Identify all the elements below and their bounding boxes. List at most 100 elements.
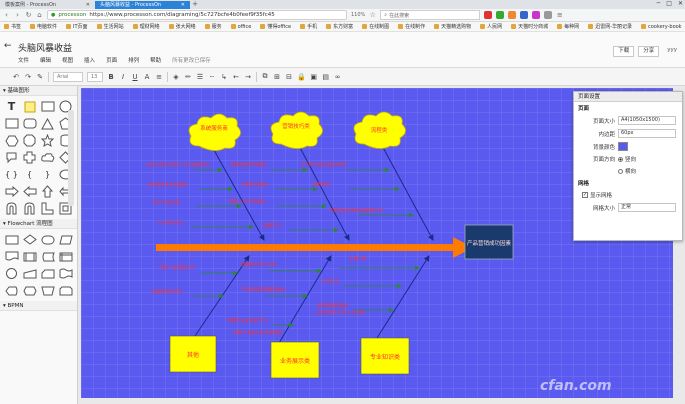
bookmark-item[interactable]: cookery-book	[641, 24, 682, 30]
reload-icon[interactable]: ↻	[25, 11, 32, 19]
decision-shape[interactable]	[22, 233, 37, 246]
category-box[interactable]: 专业知识类	[360, 337, 410, 375]
diagram-page[interactable]: 系统服务商 营销技巧类 流程类 产品营销成功因素 其他 业务展	[81, 88, 673, 398]
cloud-node[interactable]: 系统服务商	[188, 113, 241, 151]
align-icon[interactable]: ≡	[156, 72, 162, 81]
home-icon[interactable]: ⌂	[37, 11, 42, 19]
grid-size-select[interactable]: 正常	[618, 203, 676, 212]
menu-view[interactable]: 视图	[62, 58, 74, 64]
category-box[interactable]: 其他	[169, 335, 217, 373]
manual-input-shape[interactable]	[22, 267, 37, 280]
cause-label[interactable]: 人员分析信心	[157, 219, 184, 226]
bone-line[interactable]	[278, 255, 332, 344]
sidebar-scrollbar[interactable]	[68, 110, 74, 206]
margin-select[interactable]: 60px	[618, 129, 676, 138]
cause-label[interactable]: 企业内部学习与人员分配	[315, 309, 365, 316]
punched-tape-shape[interactable]	[58, 267, 73, 280]
back-arrow-icon[interactable]: ←	[4, 41, 12, 51]
ungroup-icon[interactable]: ▤	[322, 72, 330, 81]
share-button[interactable]: 分享	[638, 46, 660, 57]
cause-label[interactable]: 销售技能实时辅导	[231, 161, 267, 168]
triangle-shape[interactable]	[40, 117, 55, 130]
close-icon[interactable]: ✕	[85, 2, 90, 8]
bg-color-swatch[interactable]	[618, 142, 628, 151]
rectangle-shape[interactable]	[40, 100, 55, 113]
fishbone-diagram[interactable]: 系统服务商 营销技巧类 流程类 产品营销成功因素 其他 业务展	[81, 88, 673, 398]
bookmark-item[interactable]: 在线制图	[362, 23, 389, 30]
align-objects-icon[interactable]: ⊞	[274, 72, 280, 81]
section-flowchart[interactable]: ▾ Flowchart 流程图	[0, 219, 77, 229]
link-icon[interactable]: ∞	[334, 72, 341, 81]
u-turn-arrow-shape[interactable]	[22, 202, 37, 215]
cause-label[interactable]: 营销知识学习工具	[241, 261, 277, 268]
cause-label[interactable]: 营销人员产品经理	[229, 198, 265, 205]
cause-label[interactable]: 营销专业知识的学习	[227, 317, 268, 324]
note-shape[interactable]	[22, 100, 37, 113]
cause-label[interactable]: 工作方法	[321, 278, 339, 285]
show-grid-checkbox[interactable]: ✓显示网格	[582, 192, 613, 199]
zoom-level[interactable]: 110%	[351, 12, 366, 18]
menu-page[interactable]: 页面	[106, 58, 118, 64]
bookmark-item[interactable]: 懂得office	[260, 23, 291, 30]
maximize-button[interactable]: □	[666, 0, 672, 7]
text-shape[interactable]: T	[7, 100, 16, 113]
cause-label[interactable]: 销售特点	[313, 181, 331, 188]
star-shape[interactable]	[40, 134, 55, 147]
bookmark-item[interactable]: 在线制作	[398, 23, 425, 30]
menu-arrange[interactable]: 排列	[128, 58, 140, 64]
cross-shape[interactable]	[22, 151, 37, 164]
minimize-button[interactable]: ─	[656, 0, 661, 7]
underline-icon[interactable]: U	[132, 72, 138, 81]
bookmark-item[interactable]: 每种网	[557, 23, 579, 30]
bookmark-item[interactable]: office	[230, 24, 251, 30]
cause-label[interactable]: 学生技能自我管理能力	[241, 286, 286, 293]
undo-icon[interactable]: ↶	[13, 72, 19, 81]
sequential-data-shape[interactable]	[4, 267, 19, 280]
group-icon[interactable]: ▣	[310, 72, 318, 81]
bookmark-item[interactable]: 理财网络	[132, 23, 160, 30]
section-basic-shapes[interactable]: ▾ 基础图形	[0, 86, 77, 96]
bookmark-item[interactable]: 迅雷网-华丽记录	[588, 23, 632, 30]
cause-label[interactable]: 开展一些营销工作	[159, 264, 195, 271]
cause-label[interactable]: 全面的技能分析	[151, 288, 183, 295]
portrait-radio[interactable]: 竖向	[618, 155, 636, 163]
fill-icon[interactable]: ◈	[173, 72, 179, 81]
rounded-rect-shape[interactable]	[22, 117, 37, 130]
loop-limit-shape[interactable]	[58, 284, 73, 297]
hexagon-shape[interactable]	[4, 134, 19, 147]
arrow-end-icon[interactable]: →	[245, 72, 251, 81]
bookmark-item[interactable]: 电脑软件	[30, 23, 57, 30]
italic-icon[interactable]: I	[121, 72, 125, 81]
manual-operation-shape[interactable]	[40, 284, 55, 297]
cause-label[interactable]: 规范管理的服务	[317, 302, 349, 309]
bookmark-item[interactable]: 天猫精选购物	[434, 23, 471, 30]
callout-shape[interactable]	[4, 151, 19, 164]
bookmark-item[interactable]: 张大网络	[168, 23, 196, 30]
format-painter-icon[interactable]: ✎	[37, 72, 43, 81]
cause-label[interactable]: 营销人员能力的主要理念	[233, 329, 283, 336]
cloud-shape[interactable]	[40, 151, 55, 164]
bone-line[interactable]	[376, 255, 430, 339]
bold-icon[interactable]: B	[108, 72, 114, 81]
bone-line[interactable]	[378, 139, 434, 241]
landscape-radio[interactable]: 横向	[618, 167, 636, 175]
cause-label[interactable]: 实用好的报单	[241, 181, 268, 188]
display-shape[interactable]	[4, 284, 19, 297]
arrow-left-shape[interactable]	[22, 185, 37, 198]
menu-insert[interactable]: 插入	[84, 58, 96, 64]
stored-data-shape[interactable]	[40, 250, 55, 263]
font-color-icon[interactable]: A	[144, 72, 150, 81]
data-shape[interactable]	[58, 233, 73, 246]
bone-line[interactable]	[213, 149, 265, 241]
browser-tab-active[interactable]: 头脑风暴收益 - ProcessOn ✕	[95, 1, 190, 9]
redo-icon[interactable]: ↷	[25, 72, 31, 81]
bone-line[interactable]	[295, 139, 350, 241]
font-size-select[interactable]: 13	[87, 71, 103, 82]
forward-icon[interactable]: ›	[16, 11, 19, 19]
browser-tab[interactable]: 模板案例 - ProcessOn ✕	[0, 1, 95, 9]
cause-label[interactable]: 主导员务与实施人工与准备时间	[146, 161, 209, 168]
section-bpmn[interactable]: ▾ BPMN	[0, 301, 77, 311]
bookmark-item[interactable]: IT页面	[66, 23, 88, 30]
download-button[interactable]: 下载	[613, 46, 635, 57]
match-size-icon[interactable]: ⊟	[286, 72, 292, 81]
